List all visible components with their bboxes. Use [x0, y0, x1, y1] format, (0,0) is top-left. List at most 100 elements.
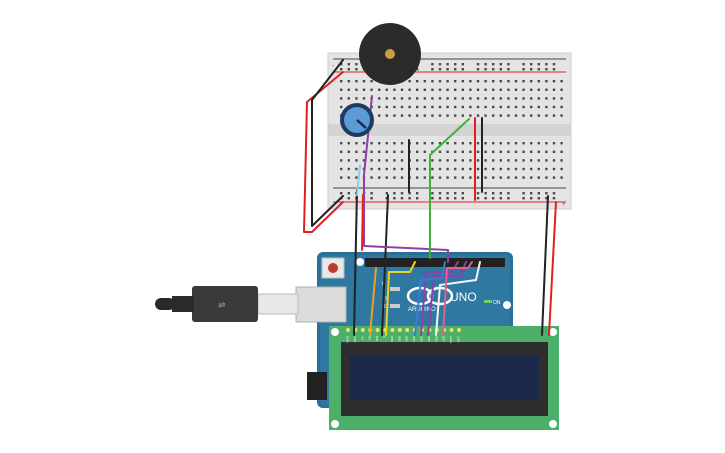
rail-hole[interactable]: [438, 192, 442, 195]
breadboard-hole[interactable]: [530, 114, 533, 117]
breadboard-hole[interactable]: [347, 97, 350, 100]
breadboard-hole[interactable]: [461, 97, 464, 100]
breadboard-hole[interactable]: [499, 97, 502, 100]
breadboard-hole[interactable]: [545, 150, 548, 153]
rail-hole[interactable]: [431, 197, 434, 200]
breadboard-hole[interactable]: [522, 88, 525, 91]
breadboard-hole[interactable]: [340, 88, 343, 91]
breadboard-hole[interactable]: [378, 97, 381, 100]
breadboard-hole[interactable]: [469, 142, 472, 145]
breadboard-hole[interactable]: [476, 167, 480, 171]
rail-hole[interactable]: [400, 197, 404, 200]
breadboard-hole[interactable]: [347, 80, 350, 83]
breadboard-hole[interactable]: [530, 176, 533, 179]
breadboard-hole[interactable]: [476, 80, 480, 83]
breadboard-hole[interactable]: [522, 150, 525, 153]
breadboard-hole[interactable]: [393, 167, 396, 171]
rail-hole[interactable]: [340, 192, 343, 195]
rail-hole[interactable]: [545, 192, 548, 195]
breadboard-hole[interactable]: [469, 114, 472, 117]
rail-hole[interactable]: [355, 68, 358, 71]
rail-hole[interactable]: [537, 63, 540, 66]
lcd-pin[interactable]: [346, 328, 350, 332]
breadboard-hole[interactable]: [507, 88, 510, 91]
breadboard-hole[interactable]: [461, 88, 464, 91]
breadboard-hole[interactable]: [545, 167, 548, 171]
rail-hole[interactable]: [492, 68, 495, 71]
breadboard-hole[interactable]: [552, 167, 556, 171]
breadboard-hole[interactable]: [400, 88, 404, 91]
breadboard-hole[interactable]: [530, 167, 533, 171]
rail-hole[interactable]: [461, 63, 464, 66]
breadboard-hole[interactable]: [347, 176, 350, 179]
breadboard-hole[interactable]: [484, 176, 487, 179]
breadboard-hole[interactable]: [340, 159, 343, 162]
breadboard-hole[interactable]: [438, 142, 442, 145]
breadboard-hole[interactable]: [514, 88, 518, 91]
lcd-pin[interactable]: [405, 328, 410, 332]
breadboard-hole[interactable]: [355, 142, 358, 145]
rail-hole[interactable]: [552, 68, 556, 71]
rail-hole[interactable]: [347, 192, 350, 195]
breadboard-hole[interactable]: [400, 176, 404, 179]
breadboard-hole[interactable]: [370, 159, 373, 162]
breadboard-hole[interactable]: [416, 167, 419, 171]
rail-hole[interactable]: [340, 63, 343, 66]
rail-hole[interactable]: [522, 63, 525, 66]
rail-hole[interactable]: [446, 192, 449, 195]
breadboard-hole[interactable]: [492, 88, 495, 91]
breadboard-hole[interactable]: [362, 159, 366, 162]
breadboard-hole[interactable]: [446, 114, 449, 117]
breadboard-hole[interactable]: [446, 150, 449, 153]
breadboard-hole[interactable]: [469, 167, 472, 171]
potentiometer[interactable]: [340, 103, 374, 137]
breadboard-hole[interactable]: [446, 176, 449, 179]
rail-hole[interactable]: [454, 68, 457, 71]
rail-hole[interactable]: [484, 68, 487, 71]
breadboard-hole[interactable]: [522, 159, 525, 162]
breadboard-hole[interactable]: [454, 142, 457, 145]
breadboard-hole[interactable]: [469, 159, 472, 162]
breadboard-hole[interactable]: [514, 167, 518, 171]
breadboard-hole[interactable]: [514, 97, 518, 100]
breadboard-hole[interactable]: [423, 150, 426, 153]
rail-hole[interactable]: [454, 197, 457, 200]
breadboard-hole[interactable]: [469, 97, 472, 100]
rail-hole[interactable]: [499, 197, 502, 200]
breadboard-hole[interactable]: [530, 80, 533, 83]
rail-hole[interactable]: [484, 197, 487, 200]
breadboard-hole[interactable]: [484, 105, 487, 109]
breadboard-hole[interactable]: [484, 142, 487, 145]
breadboard-hole[interactable]: [514, 176, 518, 179]
breadboard-hole[interactable]: [362, 80, 366, 83]
breadboard-hole[interactable]: [340, 80, 343, 83]
breadboard-hole[interactable]: [378, 105, 381, 109]
breadboard-hole[interactable]: [438, 114, 442, 117]
breadboard-hole[interactable]: [514, 105, 518, 109]
lcd-pin[interactable]: [375, 328, 380, 332]
piezo-buzzer[interactable]: [359, 23, 421, 85]
breadboard-hole[interactable]: [530, 150, 533, 153]
breadboard-hole[interactable]: [514, 159, 518, 162]
breadboard-hole[interactable]: [393, 97, 396, 100]
breadboard-hole[interactable]: [416, 159, 419, 162]
breadboard-hole[interactable]: [469, 176, 472, 179]
breadboard-hole[interactable]: [416, 142, 419, 145]
breadboard-hole[interactable]: [347, 167, 350, 171]
rail-hole[interactable]: [431, 192, 434, 195]
rail-hole[interactable]: [537, 197, 540, 200]
rail-hole[interactable]: [355, 63, 358, 66]
breadboard-hole[interactable]: [400, 114, 404, 117]
breadboard-hole[interactable]: [400, 97, 404, 100]
breadboard-hole[interactable]: [530, 97, 533, 100]
breadboard-hole[interactable]: [454, 105, 457, 109]
breadboard-hole[interactable]: [393, 176, 396, 179]
rail-hole[interactable]: [370, 197, 373, 200]
rail-hole[interactable]: [552, 63, 556, 66]
breadboard-hole[interactable]: [560, 167, 563, 171]
breadboard-hole[interactable]: [423, 80, 426, 83]
breadboard-hole[interactable]: [438, 167, 442, 171]
breadboard-hole[interactable]: [537, 159, 540, 162]
rail-hole[interactable]: [537, 192, 540, 195]
breadboard-hole[interactable]: [446, 167, 449, 171]
